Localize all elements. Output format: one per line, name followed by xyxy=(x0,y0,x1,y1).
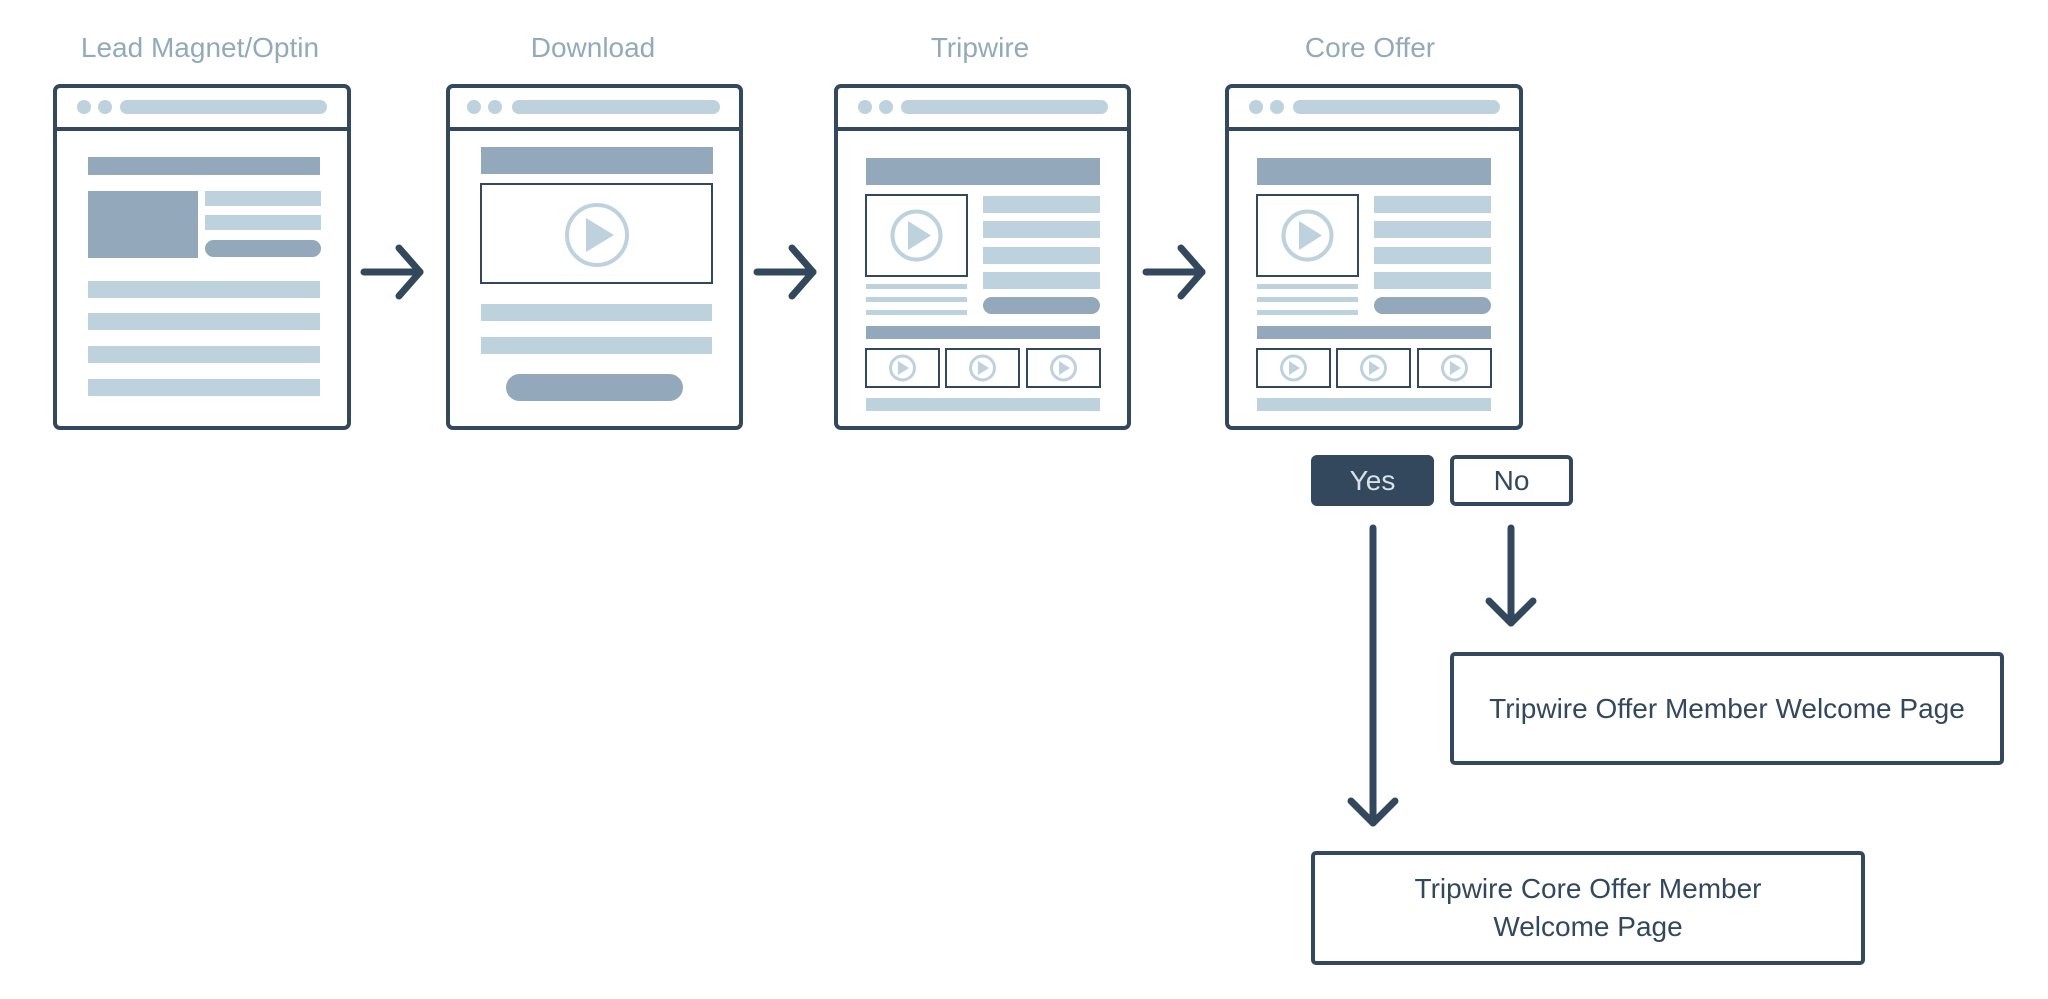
outcome-yes-welcome-page: Tripwire Core Offer Member Welcome Page xyxy=(1311,851,1865,965)
step-label-core-offer: Core Offer xyxy=(1304,32,1436,63)
arrow-right-icon xyxy=(1142,244,1206,300)
outcome-no-label: Tripwire Offer Member Welcome Page xyxy=(1489,692,1965,724)
step-label-download: Download xyxy=(530,32,656,63)
video-thumbnails xyxy=(1256,348,1492,388)
yes-button[interactable]: Yes xyxy=(1311,455,1434,506)
page-tripwire-wireframe xyxy=(834,84,1131,430)
arrow-right-icon xyxy=(753,244,817,300)
page-download-wireframe xyxy=(446,84,743,430)
outcome-no-welcome-page: Tripwire Offer Member Welcome Page xyxy=(1450,652,2004,765)
arrow-down-icon xyxy=(1485,524,1537,627)
page-lead-magnet-wireframe xyxy=(53,84,351,430)
outcome-yes-label: Tripwire Core Offer Member Welcome Page xyxy=(1414,873,1762,942)
step-label-lead-magnet: Lead Magnet/Optin xyxy=(80,32,320,63)
arrow-down-icon xyxy=(1347,524,1399,827)
video-thumbnails xyxy=(865,348,1101,388)
no-button[interactable]: No xyxy=(1450,455,1573,506)
page-core-offer-wireframe xyxy=(1225,84,1523,430)
step-label-tripwire: Tripwire xyxy=(930,32,1030,63)
arrow-right-icon xyxy=(360,244,424,300)
